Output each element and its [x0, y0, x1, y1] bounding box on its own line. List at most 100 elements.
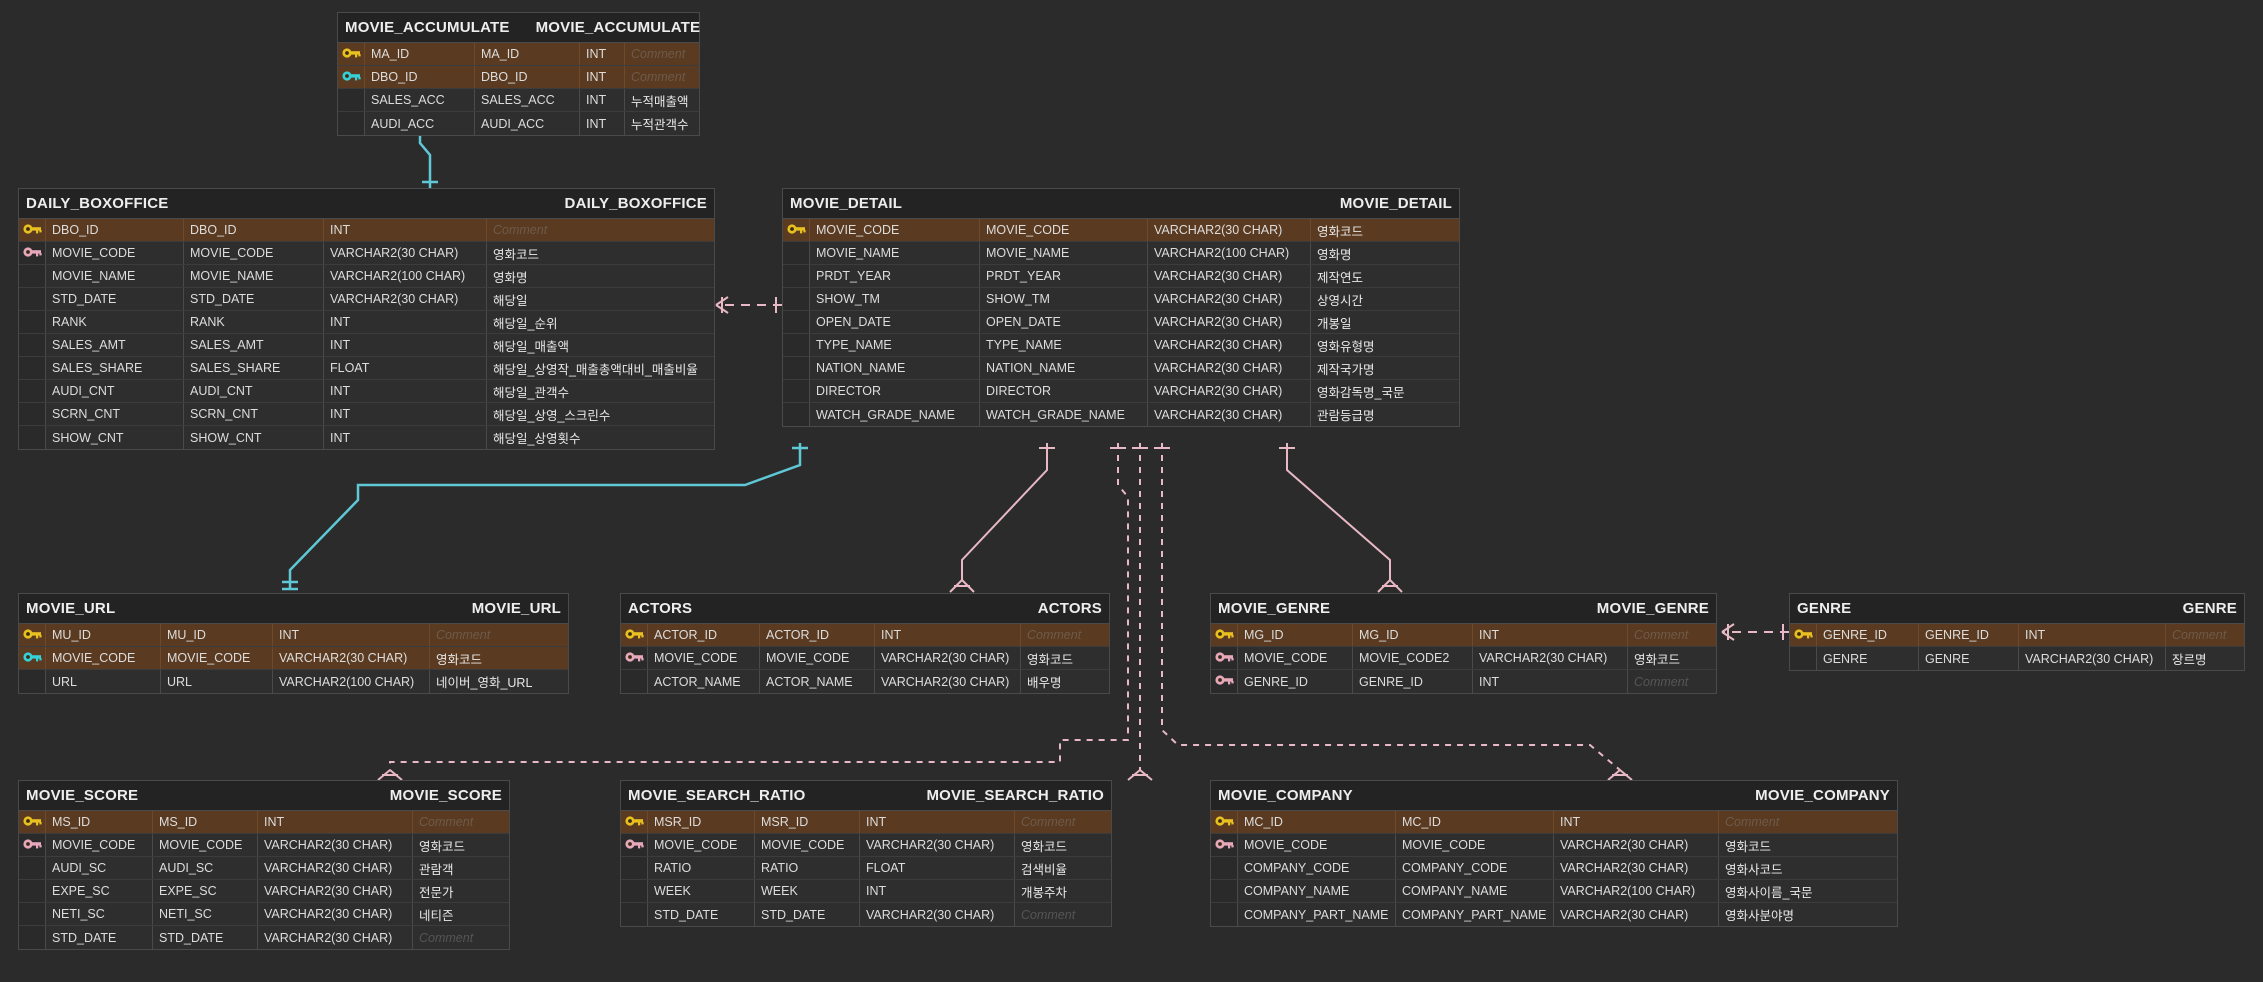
column-logical-name: STD_DATE: [648, 903, 755, 926]
entity-physical-name: ACTORS: [1037, 600, 1102, 617]
key-indicator-cell: [19, 926, 46, 949]
key-indicator-cell: [338, 66, 365, 88]
column-logical-name: MOVIE_NAME: [46, 265, 184, 287]
entity-logical-name: MOVIE_URL: [26, 600, 116, 617]
column-datatype: INT: [580, 66, 625, 88]
column-datatype: FLOAT: [324, 357, 487, 379]
column-physical-name: COMPANY_PART_NAME: [1396, 903, 1554, 926]
primary-foreign-key-icon: [22, 651, 42, 666]
column-comment: 영화코드: [1634, 652, 1681, 667]
column-comment: 영화사분야명: [1725, 909, 1795, 923]
column-logical-name: WEEK: [648, 880, 755, 902]
key-indicator-cell: [1211, 624, 1238, 646]
column-datatype: INT: [324, 219, 487, 241]
column-datatype: VARCHAR2(100 CHAR): [273, 670, 430, 693]
key-indicator-cell: [19, 311, 46, 333]
column-comment: 해당일_상영횟수: [493, 432, 581, 446]
column-comment: 상영시간: [1317, 293, 1364, 308]
relationship-genre-movie-genre: [1721, 623, 1789, 641]
column-comment: 영화사이름_국문: [1725, 885, 1813, 900]
column-comment: 전문가: [419, 885, 454, 900]
entity-physical-name: GENRE: [2182, 600, 2237, 617]
column-physical-name: WATCH_GRADE_NAME: [980, 403, 1148, 426]
key-indicator-cell: [1211, 647, 1238, 669]
column-comment: 영화코드: [1317, 224, 1364, 239]
column-physical-name: MOVIE_CODE: [980, 219, 1148, 241]
column-comment: 영화코드: [493, 247, 540, 262]
column-datatype: VARCHAR2(30 CHAR): [258, 926, 413, 949]
